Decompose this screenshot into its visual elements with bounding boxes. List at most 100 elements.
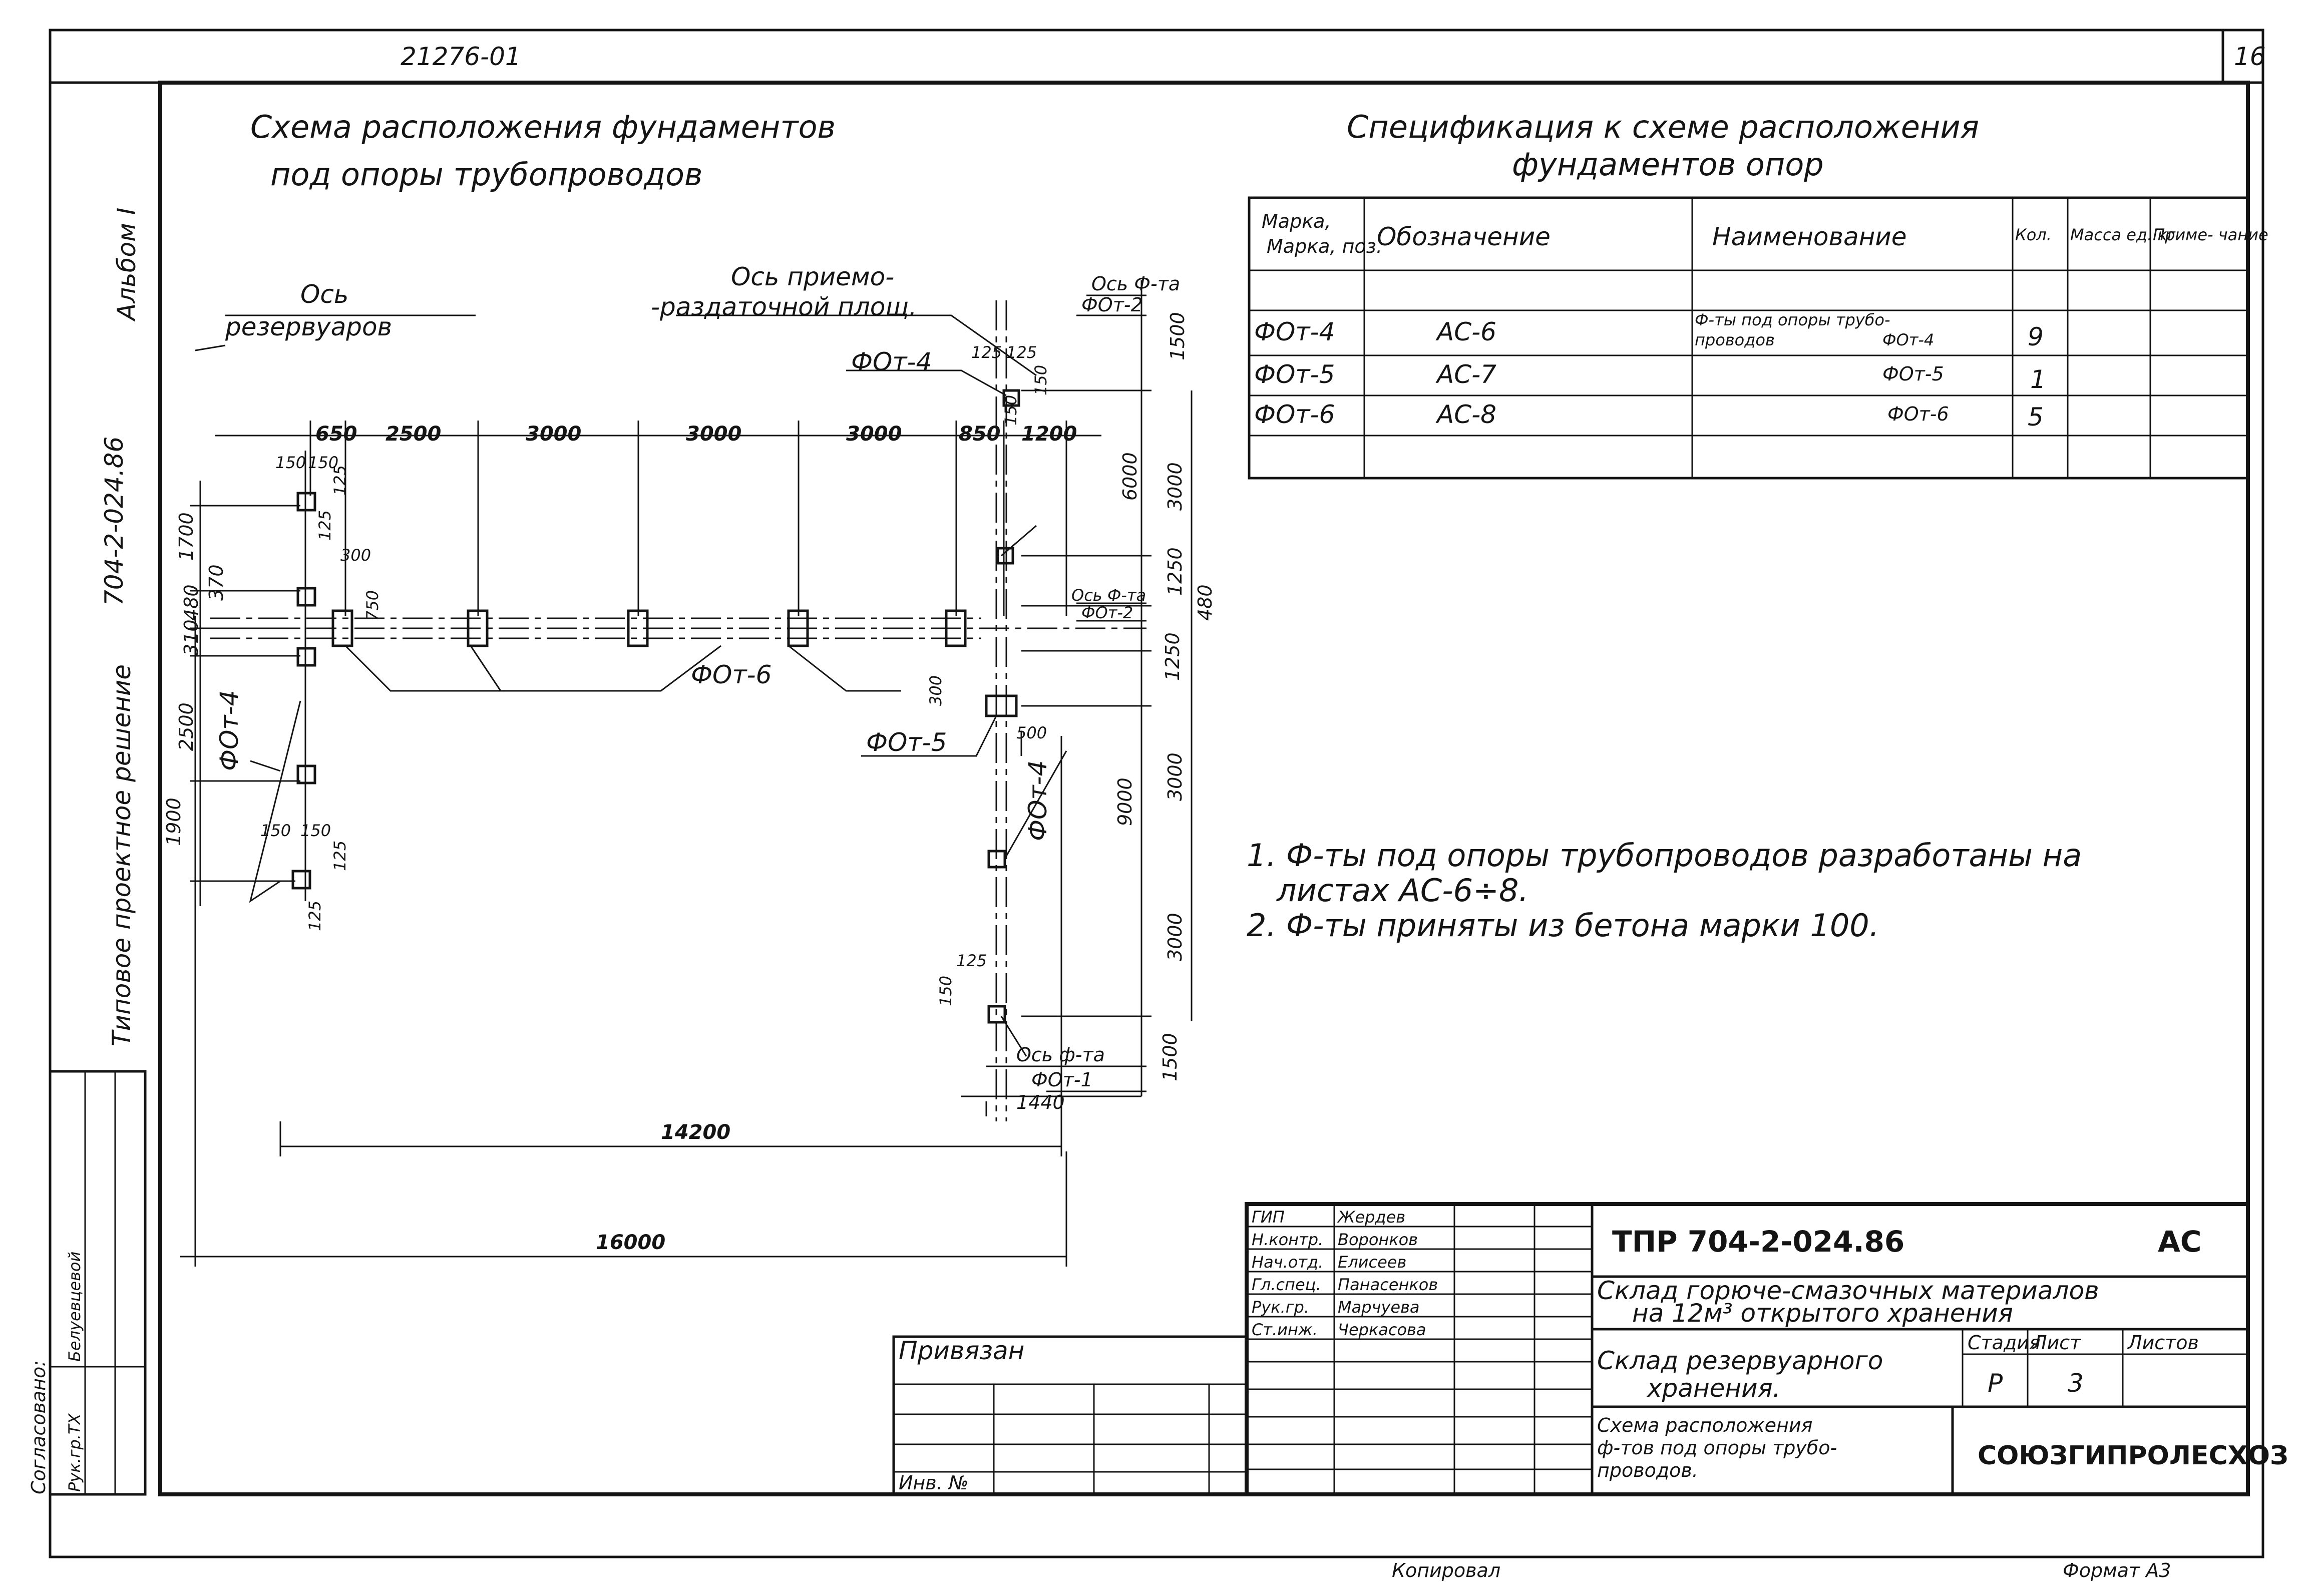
spec-header-qty: Кол. xyxy=(2015,225,2052,244)
svg-text:125: 125 xyxy=(971,343,1002,362)
svg-text:6000: 6000 xyxy=(1119,452,1141,501)
axis-f2-2: ФОт-2 xyxy=(1081,294,1143,316)
plan-title-line2: под опоры трубопроводов xyxy=(270,156,702,193)
svg-text:150: 150 xyxy=(936,976,955,1006)
plan-title-line1: Схема расположения фундаментов xyxy=(250,109,836,145)
axis-platform-2: -раздаточной площ. xyxy=(651,292,917,321)
svg-text:480: 480 xyxy=(180,584,202,621)
svg-text:Р: Р xyxy=(1988,1369,2003,1398)
axis-f2-1: Ось Ф-та xyxy=(1091,273,1180,295)
svg-text:750: 750 xyxy=(363,590,382,621)
spec-row-code: АС-8 xyxy=(1435,400,1496,429)
svg-text:3000: 3000 xyxy=(686,423,741,446)
svg-text:ФОт-4: ФОт-4 xyxy=(1882,330,1934,349)
note-1-line1: 1. Ф-ты под опоры трубопроводов разработ… xyxy=(1247,837,2082,874)
svg-text:2500: 2500 xyxy=(175,702,197,751)
svg-text:1250: 1250 xyxy=(1162,632,1184,681)
doc-code: 21276-01 xyxy=(401,42,521,71)
svg-text:125: 125 xyxy=(1006,343,1037,362)
svg-text:500: 500 xyxy=(1016,723,1047,742)
svg-text:Гл.спец.: Гл.спец. xyxy=(1252,1275,1321,1294)
svg-text:Стадия: Стадия xyxy=(1968,1332,2041,1354)
mark-fot4-left: ФОт-4 xyxy=(215,690,244,771)
svg-text:Листов: Листов xyxy=(2127,1332,2199,1354)
spec-header-name: Наименование xyxy=(1712,222,1907,251)
svg-text:850: 850 xyxy=(959,423,1001,446)
sheet-number: 16 xyxy=(2234,42,2266,71)
foundation-plan: 650 2500 3000 3000 3000 850 1200 xyxy=(163,262,1216,1267)
album-label: Альбом I xyxy=(112,208,141,322)
svg-text:Лист: Лист xyxy=(2032,1332,2082,1354)
svg-text:125: 125 xyxy=(305,901,324,931)
tb-org: СОЮЗГИПРОЛЕСХОЗ xyxy=(1978,1441,2288,1471)
axis-reservoirs-1: Ось xyxy=(300,280,348,309)
typical-label: Типовое проектное решение xyxy=(107,664,136,1046)
svg-text:Белуевцевой: Белуевцевой xyxy=(65,1252,84,1362)
mark-fot6: ФОт-6 xyxy=(691,660,772,689)
svg-text:Н.контр.: Н.контр. xyxy=(1252,1230,1323,1249)
svg-text:Склад горюче-смазочных материа: Склад горюче-смазочных материалов xyxy=(1597,1276,2099,1305)
spec-title-line1: Спецификация к схеме расположения xyxy=(1347,109,1979,145)
svg-text:300: 300 xyxy=(340,546,371,565)
spec-header-code: Обозначение xyxy=(1377,222,1551,251)
svg-text:Ст.инж.: Ст.инж. xyxy=(1252,1320,1318,1339)
dim-14200: 14200 xyxy=(661,1121,730,1144)
svg-text:125: 125 xyxy=(330,841,349,871)
svg-text:Схема расположения: Схема расположения xyxy=(1597,1414,1812,1436)
svg-text:проводов.: проводов. xyxy=(1597,1459,1698,1481)
svg-text:300: 300 xyxy=(926,675,945,706)
note-2: 2. Ф-ты приняты из бетона марки 100. xyxy=(1247,907,1879,944)
svg-text:Рук.гр.: Рук.гр. xyxy=(1252,1298,1309,1317)
svg-text:1250: 1250 xyxy=(1164,547,1186,596)
axis-f2b-2: ФОт-2 xyxy=(1081,603,1133,622)
spec-row-qty: 5 xyxy=(2028,403,2044,432)
spec-row-code: АС-7 xyxy=(1435,360,1496,389)
format-label: Формат А3 xyxy=(2063,1559,2171,1581)
tb-mark: АС xyxy=(2158,1225,2201,1259)
svg-text:Рук.гр.ТХ: Рук.гр.ТХ xyxy=(65,1413,84,1492)
svg-text:3000: 3000 xyxy=(1164,913,1186,961)
mark-fot5: ФОт-5 xyxy=(866,728,947,757)
svg-text:1500: 1500 xyxy=(1167,312,1189,360)
left-approval-stamp: Рук.гр.ТХ Белуевцевой Согласовано: xyxy=(28,1070,147,1496)
svg-text:150: 150 xyxy=(308,453,338,472)
svg-text:на 12м³ открытого хранения: на 12м³ открытого хранения xyxy=(1632,1299,2013,1328)
svg-text:Привязан: Привязан xyxy=(899,1336,1024,1365)
svg-text:Инв. №: Инв. № xyxy=(899,1472,968,1494)
svg-text:ГИП: ГИП xyxy=(1252,1208,1285,1227)
svg-text:Согласовано:: Согласовано: xyxy=(28,1360,50,1494)
svg-text:150: 150 xyxy=(1001,395,1020,426)
svg-text:2500: 2500 xyxy=(386,423,441,446)
axis-reservoirs-2: резервуаров xyxy=(225,312,392,341)
spec-row-qty: 1 xyxy=(2030,365,2046,394)
svg-text:Елисеев: Елисеев xyxy=(1338,1253,1406,1272)
svg-text:310: 310 xyxy=(180,619,202,656)
svg-text:Марка,: Марка, xyxy=(1262,210,1331,232)
svg-text:1900: 1900 xyxy=(163,797,185,846)
dim-16000: 16000 xyxy=(596,1231,665,1254)
svg-text:Жердев: Жердев xyxy=(1337,1208,1405,1227)
svg-text:Нач.отд.: Нач.отд. xyxy=(1252,1253,1323,1272)
svg-text:9000: 9000 xyxy=(1114,777,1136,826)
svg-text:3: 3 xyxy=(2068,1369,2084,1398)
svg-text:1700: 1700 xyxy=(175,512,197,561)
svg-text:125: 125 xyxy=(330,465,349,496)
title-block: ГИП Жердев Н.контр. Воронков Нач.отд. Ел… xyxy=(1245,1202,2288,1496)
svg-text:3000: 3000 xyxy=(1164,462,1186,511)
outer-frame xyxy=(49,29,2264,1558)
spec-row-code: АС-6 xyxy=(1435,317,1496,346)
spec-title-line2: фундаментов опор xyxy=(1512,146,1824,183)
svg-text:ф-тов под опоры трубо-: ф-тов под опоры трубо- xyxy=(1597,1437,1837,1459)
svg-text:Воронков: Воронков xyxy=(1338,1230,1418,1249)
spec-table: Марка, Марка, поз. Обозначение Наименова… xyxy=(1248,196,2268,480)
spec-header-mark: Марка, поз. xyxy=(1267,235,1382,257)
svg-text:Марчуева: Марчуева xyxy=(1338,1298,1420,1317)
svg-text:370: 370 xyxy=(205,564,227,601)
axis-f1-1: Ось ф-та xyxy=(1016,1044,1105,1066)
dim-1440: 1440 xyxy=(1016,1091,1065,1113)
mark-fot4-right: ФОт-4 xyxy=(1023,760,1052,841)
spec-row-mark: ФОт-4 xyxy=(1254,317,1335,346)
svg-text:проводов: проводов xyxy=(1695,330,1775,349)
svg-text:1500: 1500 xyxy=(1159,1033,1181,1081)
